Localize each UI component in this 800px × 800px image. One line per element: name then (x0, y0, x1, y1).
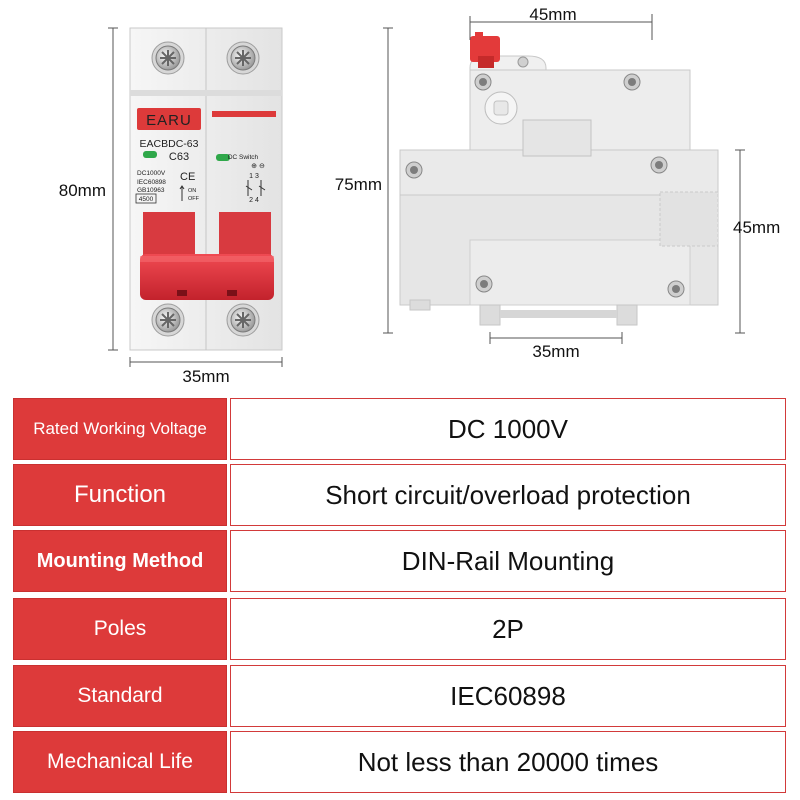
bottom-right-terminal-screw (226, 303, 260, 337)
standard-marking-1: IEC60898 (137, 179, 166, 186)
capacity-box (135, 193, 157, 204)
spec-value-standard: IEC60898 (230, 665, 786, 727)
side-toggle-lever (470, 32, 500, 68)
right-pole-red-stripe (212, 111, 276, 117)
spec-label-standard: Standard (13, 665, 227, 727)
pole-top-label: 1 3 (249, 173, 259, 180)
brand-logo (137, 108, 201, 130)
red-toggle-handle (140, 212, 274, 300)
circuit-symbol (245, 180, 266, 196)
side-bottom-width-dimension (489, 332, 623, 344)
dc-switch-label: DC Switch (228, 154, 259, 161)
side-right-height-label: 45mm (733, 218, 780, 237)
side-rivet-holes (405, 73, 685, 298)
top-left-terminal-screw (151, 41, 185, 75)
left-indicator-green (143, 151, 157, 158)
current-rating: C63 (169, 151, 189, 163)
spec-row-standard: Standard IEC60898 (13, 665, 786, 727)
spec-row-mounting-method: Mounting Method DIN-Rail Mounting (13, 530, 786, 592)
top-right-terminal-screw (226, 41, 260, 75)
model-number: EACBDC-63 (140, 138, 199, 150)
front-height-dimension (108, 27, 118, 351)
side-view-breaker (399, 32, 719, 326)
on-label: ON (188, 188, 196, 194)
spec-value-poles: 2P (230, 598, 786, 660)
spec-label-rated-working-voltage: Rated Working Voltage (13, 398, 227, 460)
spec-value-mounting-method: DIN-Rail Mounting (230, 530, 786, 592)
right-indicator-green (216, 154, 230, 161)
side-round-knob (484, 91, 518, 125)
spec-value-rated-working-voltage: DC 1000V (230, 398, 786, 460)
off-label: OFF (188, 196, 200, 202)
side-bottom-width-label: 35mm (532, 342, 579, 361)
spec-row-function: Function Short circuit/overload protecti… (13, 464, 786, 526)
spec-value-function: Short circuit/overload protection (230, 464, 786, 526)
spec-value-mechanical-life: Not less than 20000 times (230, 731, 786, 793)
spec-row-poles: Poles 2P (13, 598, 786, 660)
voltage-marking: DC1000V (137, 170, 166, 177)
bottom-left-terminal-screw (151, 303, 185, 337)
front-height-label: 80mm (59, 181, 106, 200)
ce-mark: CE (180, 171, 195, 183)
on-off-arrow-icon (179, 185, 185, 201)
spec-label-function: Function (13, 464, 227, 526)
standard-marking-2: GB10963 (137, 187, 165, 194)
polarity-label: ⊕ ⊖ (251, 163, 265, 170)
product-figure: EARU EACBDC-63 C63 DC Switch ⊕ ⊖ 1 3 2 4… (59, 5, 780, 386)
side-small-screw (517, 56, 529, 68)
spec-label-mounting-method: Mounting Method (13, 530, 227, 592)
side-top-width-dimension (469, 14, 653, 40)
side-right-height-dimension (735, 149, 745, 334)
spec-label-poles: Poles (13, 598, 227, 660)
front-width-label: 35mm (182, 367, 229, 386)
side-height-label: 75mm (335, 175, 382, 194)
spec-row-rated-working-voltage: Rated Working Voltage DC 1000V (13, 398, 786, 460)
pole-bottom-label: 2 4 (249, 197, 259, 204)
spec-label-mechanical-life: Mechanical Life (13, 731, 227, 793)
side-top-width-label: 45mm (529, 5, 576, 24)
front-width-dimension (129, 357, 283, 367)
front-view-breaker: EARU EACBDC-63 C63 DC Switch ⊕ ⊖ 1 3 2 4… (129, 27, 283, 351)
side-height-dimension (383, 27, 393, 334)
capacity-marking: 4500 (139, 196, 154, 203)
spec-row-mechanical-life: Mechanical Life Not less than 20000 time… (13, 731, 786, 793)
brand-logo-text: EARU (146, 112, 192, 129)
